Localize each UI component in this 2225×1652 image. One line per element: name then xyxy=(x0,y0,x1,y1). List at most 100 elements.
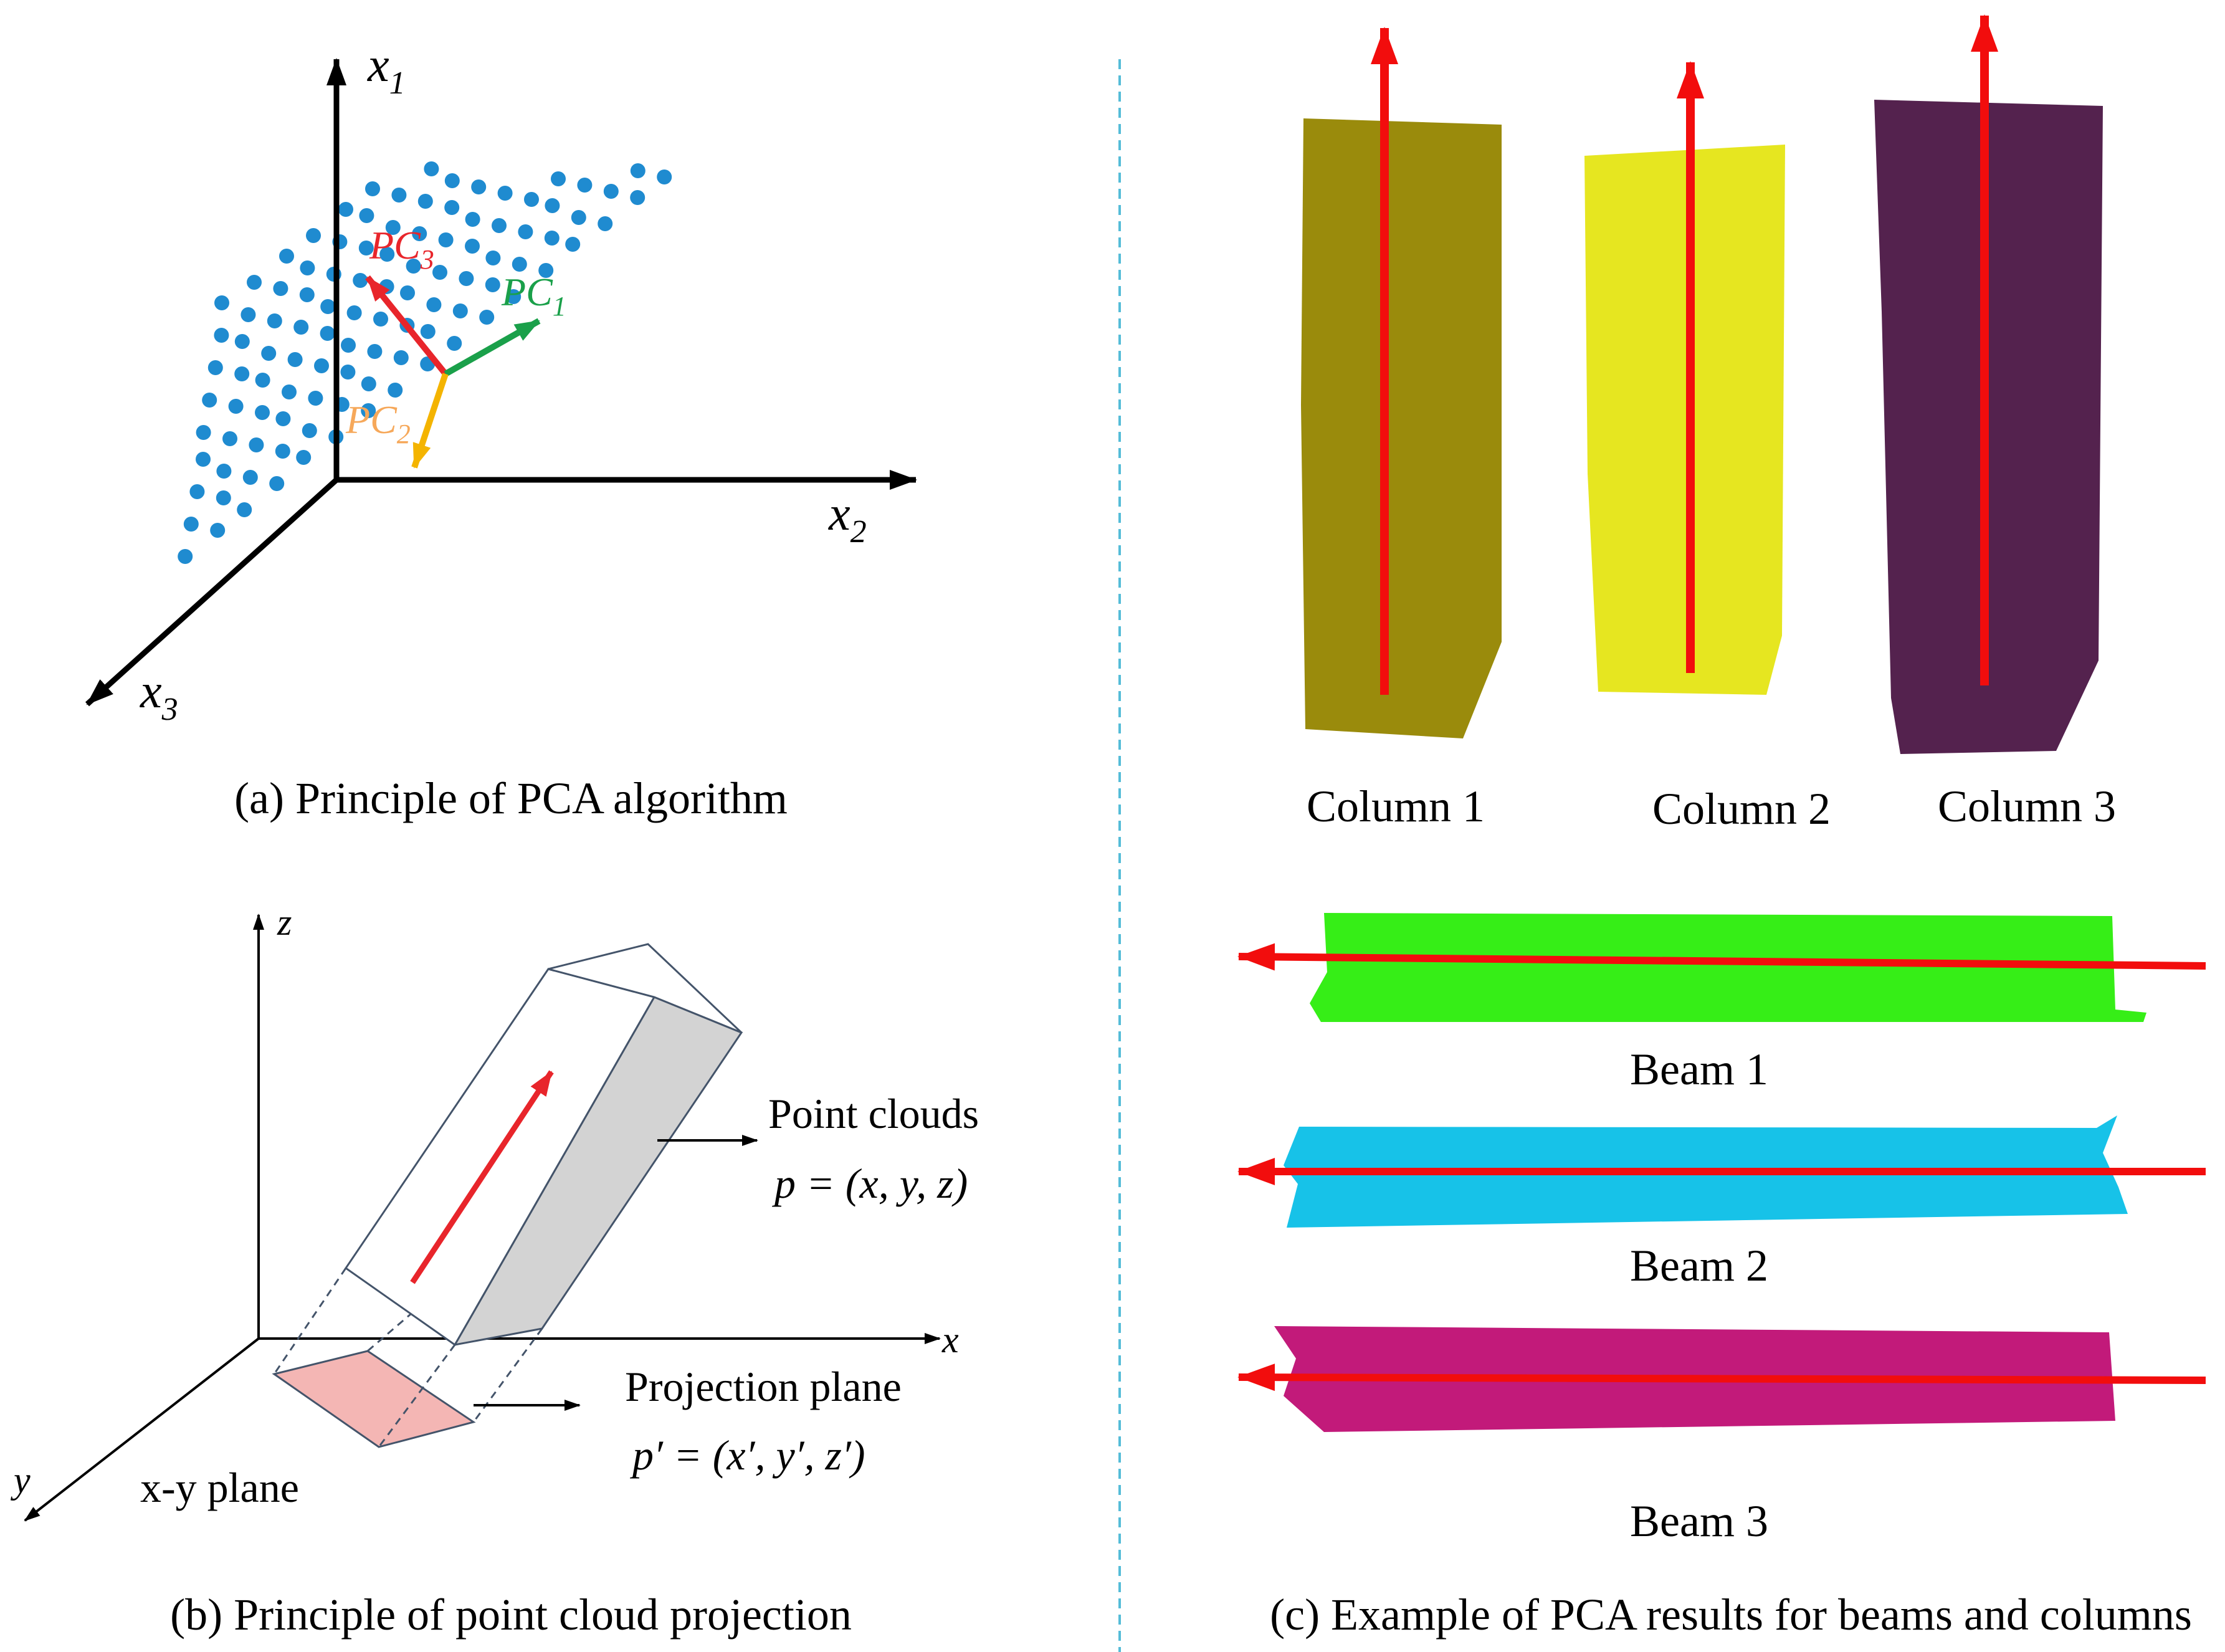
beam-3-label: Beam 3 xyxy=(1630,1496,1768,1546)
scatter-point xyxy=(300,260,315,275)
axis-x3-label: x3 xyxy=(140,664,178,727)
scatter-point xyxy=(379,247,395,262)
scatter-point xyxy=(273,281,288,296)
scatter-point xyxy=(267,313,282,328)
pc1-arrow xyxy=(444,318,541,377)
scatter-point xyxy=(479,310,495,325)
scatter-point xyxy=(388,383,403,398)
xy-plane-label: x-y plane xyxy=(140,1464,299,1511)
scatter-point xyxy=(438,232,454,247)
column-2-cloud xyxy=(1584,145,1785,695)
panel-c: Column 1 Column 2 Column 3 Beam 1 Beam 2… xyxy=(1237,14,2206,1640)
axis-y xyxy=(24,1337,260,1522)
scatter-point xyxy=(214,328,229,343)
column-1 xyxy=(1301,27,1502,738)
scatter-point xyxy=(603,184,619,199)
scatter-point xyxy=(275,411,291,426)
scatter-point xyxy=(565,237,581,252)
column-3-label: Column 3 xyxy=(1938,781,2116,831)
beam-3 xyxy=(1237,1326,2206,1432)
scatter-point xyxy=(241,307,256,322)
scatter-point xyxy=(353,273,368,288)
scatter-point xyxy=(444,200,460,215)
column-1-label: Column 1 xyxy=(1307,781,1485,831)
scatter-point xyxy=(255,405,270,420)
scatter-point xyxy=(234,334,250,349)
scatter-point xyxy=(577,178,593,193)
scatter-point xyxy=(657,169,672,184)
scatter-point xyxy=(492,218,507,233)
scatter-point xyxy=(426,297,442,312)
scatter-point xyxy=(512,257,527,272)
scatter-point xyxy=(237,502,252,517)
scatter-point xyxy=(178,549,193,564)
pc3-arrow xyxy=(365,275,448,376)
scatter-point xyxy=(506,289,522,304)
scatter-point xyxy=(196,452,211,467)
scatter-point xyxy=(518,224,533,239)
scatter-point xyxy=(216,490,231,505)
scatter-point xyxy=(417,194,433,209)
scatter-point xyxy=(299,287,315,302)
scatter-point xyxy=(302,423,317,438)
scatter-point xyxy=(524,192,539,207)
scatter-point xyxy=(391,188,407,203)
scatter-point xyxy=(385,220,401,235)
beam-2-label: Beam 2 xyxy=(1630,1241,1768,1291)
scatter-point xyxy=(361,403,376,418)
scatter-point xyxy=(447,336,462,351)
scatter-point xyxy=(282,384,297,399)
scatter-point xyxy=(234,366,250,381)
scatter-point xyxy=(359,208,374,223)
column-3 xyxy=(1874,14,2103,754)
beam-1-arrow xyxy=(1237,943,2206,971)
scatter-point xyxy=(255,373,270,388)
scatter-point xyxy=(465,212,480,227)
pc2-label: PC2 xyxy=(345,398,411,449)
scatter-point xyxy=(497,186,513,201)
scatter-point xyxy=(444,173,460,188)
scatter-point xyxy=(228,399,244,414)
beam-2 xyxy=(1237,1115,2206,1228)
scatter-point xyxy=(293,320,309,335)
scatter-point xyxy=(183,517,199,532)
scatter-point xyxy=(308,391,323,406)
scatter-point xyxy=(269,476,285,491)
scatter-point xyxy=(538,263,554,278)
scatter-point xyxy=(210,523,226,538)
axis-x-label: x xyxy=(941,1319,959,1360)
scatter-point xyxy=(459,271,474,286)
scatter-point xyxy=(214,295,229,310)
beam-3-arrow xyxy=(1237,1363,2206,1392)
scatter-point xyxy=(261,346,277,361)
scatter-point xyxy=(196,425,211,440)
column-1-cloud xyxy=(1301,118,1502,738)
column-2-label: Column 2 xyxy=(1652,784,1831,834)
scatter-point xyxy=(222,431,237,446)
axis-z-label: z xyxy=(277,902,292,943)
scatter-point xyxy=(320,326,335,341)
axis-x1-label: x1 xyxy=(367,37,406,101)
scatter-point xyxy=(544,231,560,246)
axis-x3 xyxy=(85,477,339,707)
column-2 xyxy=(1584,61,1785,695)
principal-direction-arrow xyxy=(410,1070,554,1284)
scatter-point xyxy=(320,299,336,314)
pc1-label: PC1 xyxy=(501,270,566,322)
scatter-point xyxy=(630,190,646,205)
scatter-point xyxy=(545,198,560,213)
scatter-point xyxy=(242,470,258,485)
beam-1 xyxy=(1237,913,2206,1022)
panel-a: x1 x2 x3 PC3 PC1 PC2 (a) Principle of PC… xyxy=(85,37,917,823)
scatter-point xyxy=(341,338,356,353)
point-clouds-formula: p = (x, y, z) xyxy=(772,1160,968,1207)
scatter-point xyxy=(393,350,409,365)
caption-c: (c) Example of PCA results for beams and… xyxy=(1270,1590,2192,1640)
scatter-point xyxy=(452,303,468,318)
scatter-point xyxy=(485,277,500,292)
scatter-point xyxy=(465,239,480,254)
scatter-points xyxy=(178,161,672,564)
axis-y-label: y xyxy=(10,1459,31,1501)
scatter-point xyxy=(630,163,646,178)
